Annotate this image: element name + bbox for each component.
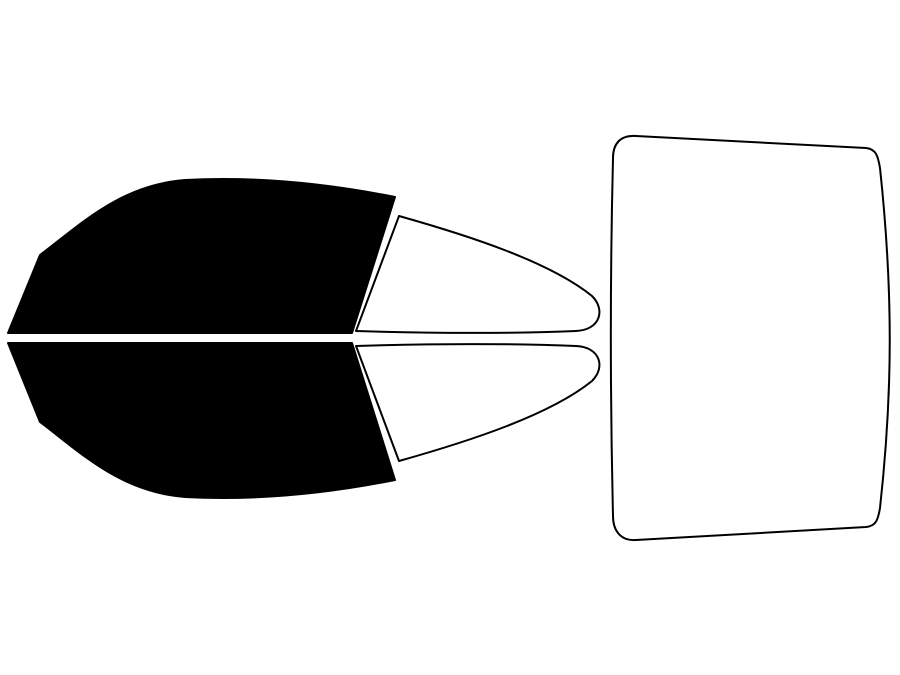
front-right-window[interactable] [7,342,396,500]
front-left-window[interactable] [7,177,396,334]
rear-windshield[interactable] [609,134,891,542]
rear-left-window[interactable] [355,215,601,334]
rear-right-window[interactable] [355,343,601,462]
